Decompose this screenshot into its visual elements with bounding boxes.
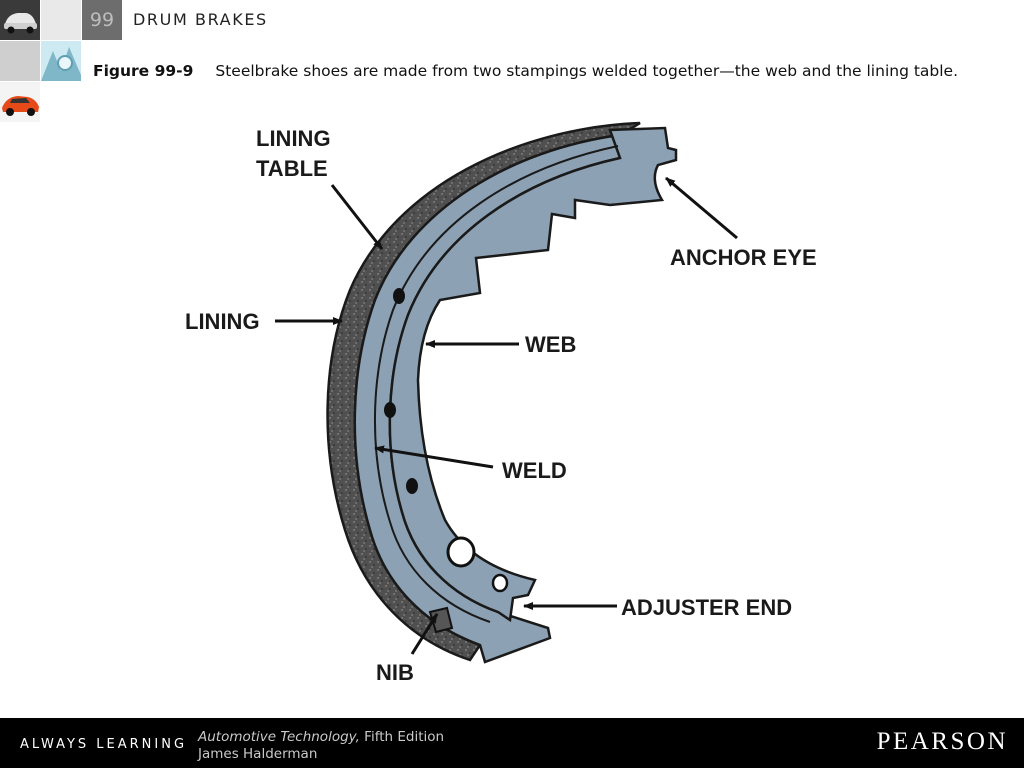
brake-shoe-diagram: LINING TABLE LINING WEB WELD ANCHOR EYE … bbox=[185, 121, 817, 685]
engine-parts-icon bbox=[41, 41, 81, 81]
lining-table-arrow bbox=[330, 184, 384, 250]
label-web: WEB bbox=[525, 332, 576, 357]
footer-tagline: ALWAYS LEARNING bbox=[20, 737, 188, 752]
web-hole bbox=[384, 402, 396, 418]
web-hole bbox=[393, 288, 405, 304]
footer-bar: ALWAYS LEARNING Automotive Technology, F… bbox=[0, 718, 1024, 768]
chapter-title: DRUM BRAKES bbox=[133, 10, 268, 29]
web-hole bbox=[491, 573, 509, 593]
figure-label: Figure 99-9 bbox=[93, 62, 194, 80]
weld-arrow bbox=[374, 445, 494, 469]
car-icon bbox=[0, 0, 40, 40]
brake-web bbox=[388, 126, 678, 623]
web-hole bbox=[406, 478, 418, 494]
label-adjuster-end: ADJUSTER END bbox=[621, 595, 792, 620]
label-lining-table-line1: LINING bbox=[256, 126, 331, 151]
engine-thumbnail bbox=[41, 41, 81, 81]
sports-car-icon bbox=[0, 82, 40, 122]
label-lining: LINING bbox=[185, 309, 260, 334]
thumbnail-grey bbox=[0, 41, 40, 81]
label-lining-table-line2: TABLE bbox=[256, 156, 328, 181]
book-author: James Halderman bbox=[198, 746, 318, 762]
chapter-number: 99 bbox=[82, 0, 122, 40]
nib-arrow bbox=[410, 613, 439, 655]
publisher-logo: PEARSON bbox=[876, 728, 1008, 755]
label-nib: NIB bbox=[376, 660, 414, 685]
weld-seam bbox=[373, 145, 619, 623]
book-edition: Fifth Edition bbox=[359, 729, 445, 745]
caption-text: Steelbrake shoes are made from two stamp… bbox=[215, 62, 959, 80]
book-title: Automotive Technology, bbox=[198, 729, 360, 745]
figure-caption: Figure 99-9 Steelbrake shoes are made fro… bbox=[93, 61, 973, 81]
web-hole-large bbox=[446, 536, 476, 568]
car-thumbnail-top bbox=[0, 0, 40, 40]
sports-car-thumbnail bbox=[0, 82, 40, 122]
thumbnail-blank bbox=[41, 0, 81, 40]
label-anchor-eye: ANCHOR EYE bbox=[670, 245, 817, 270]
book-info: Automotive Technology, Fifth Edition Jam… bbox=[198, 729, 444, 763]
label-weld: WELD bbox=[502, 458, 567, 483]
anchor-eye-arrow bbox=[665, 176, 738, 240]
